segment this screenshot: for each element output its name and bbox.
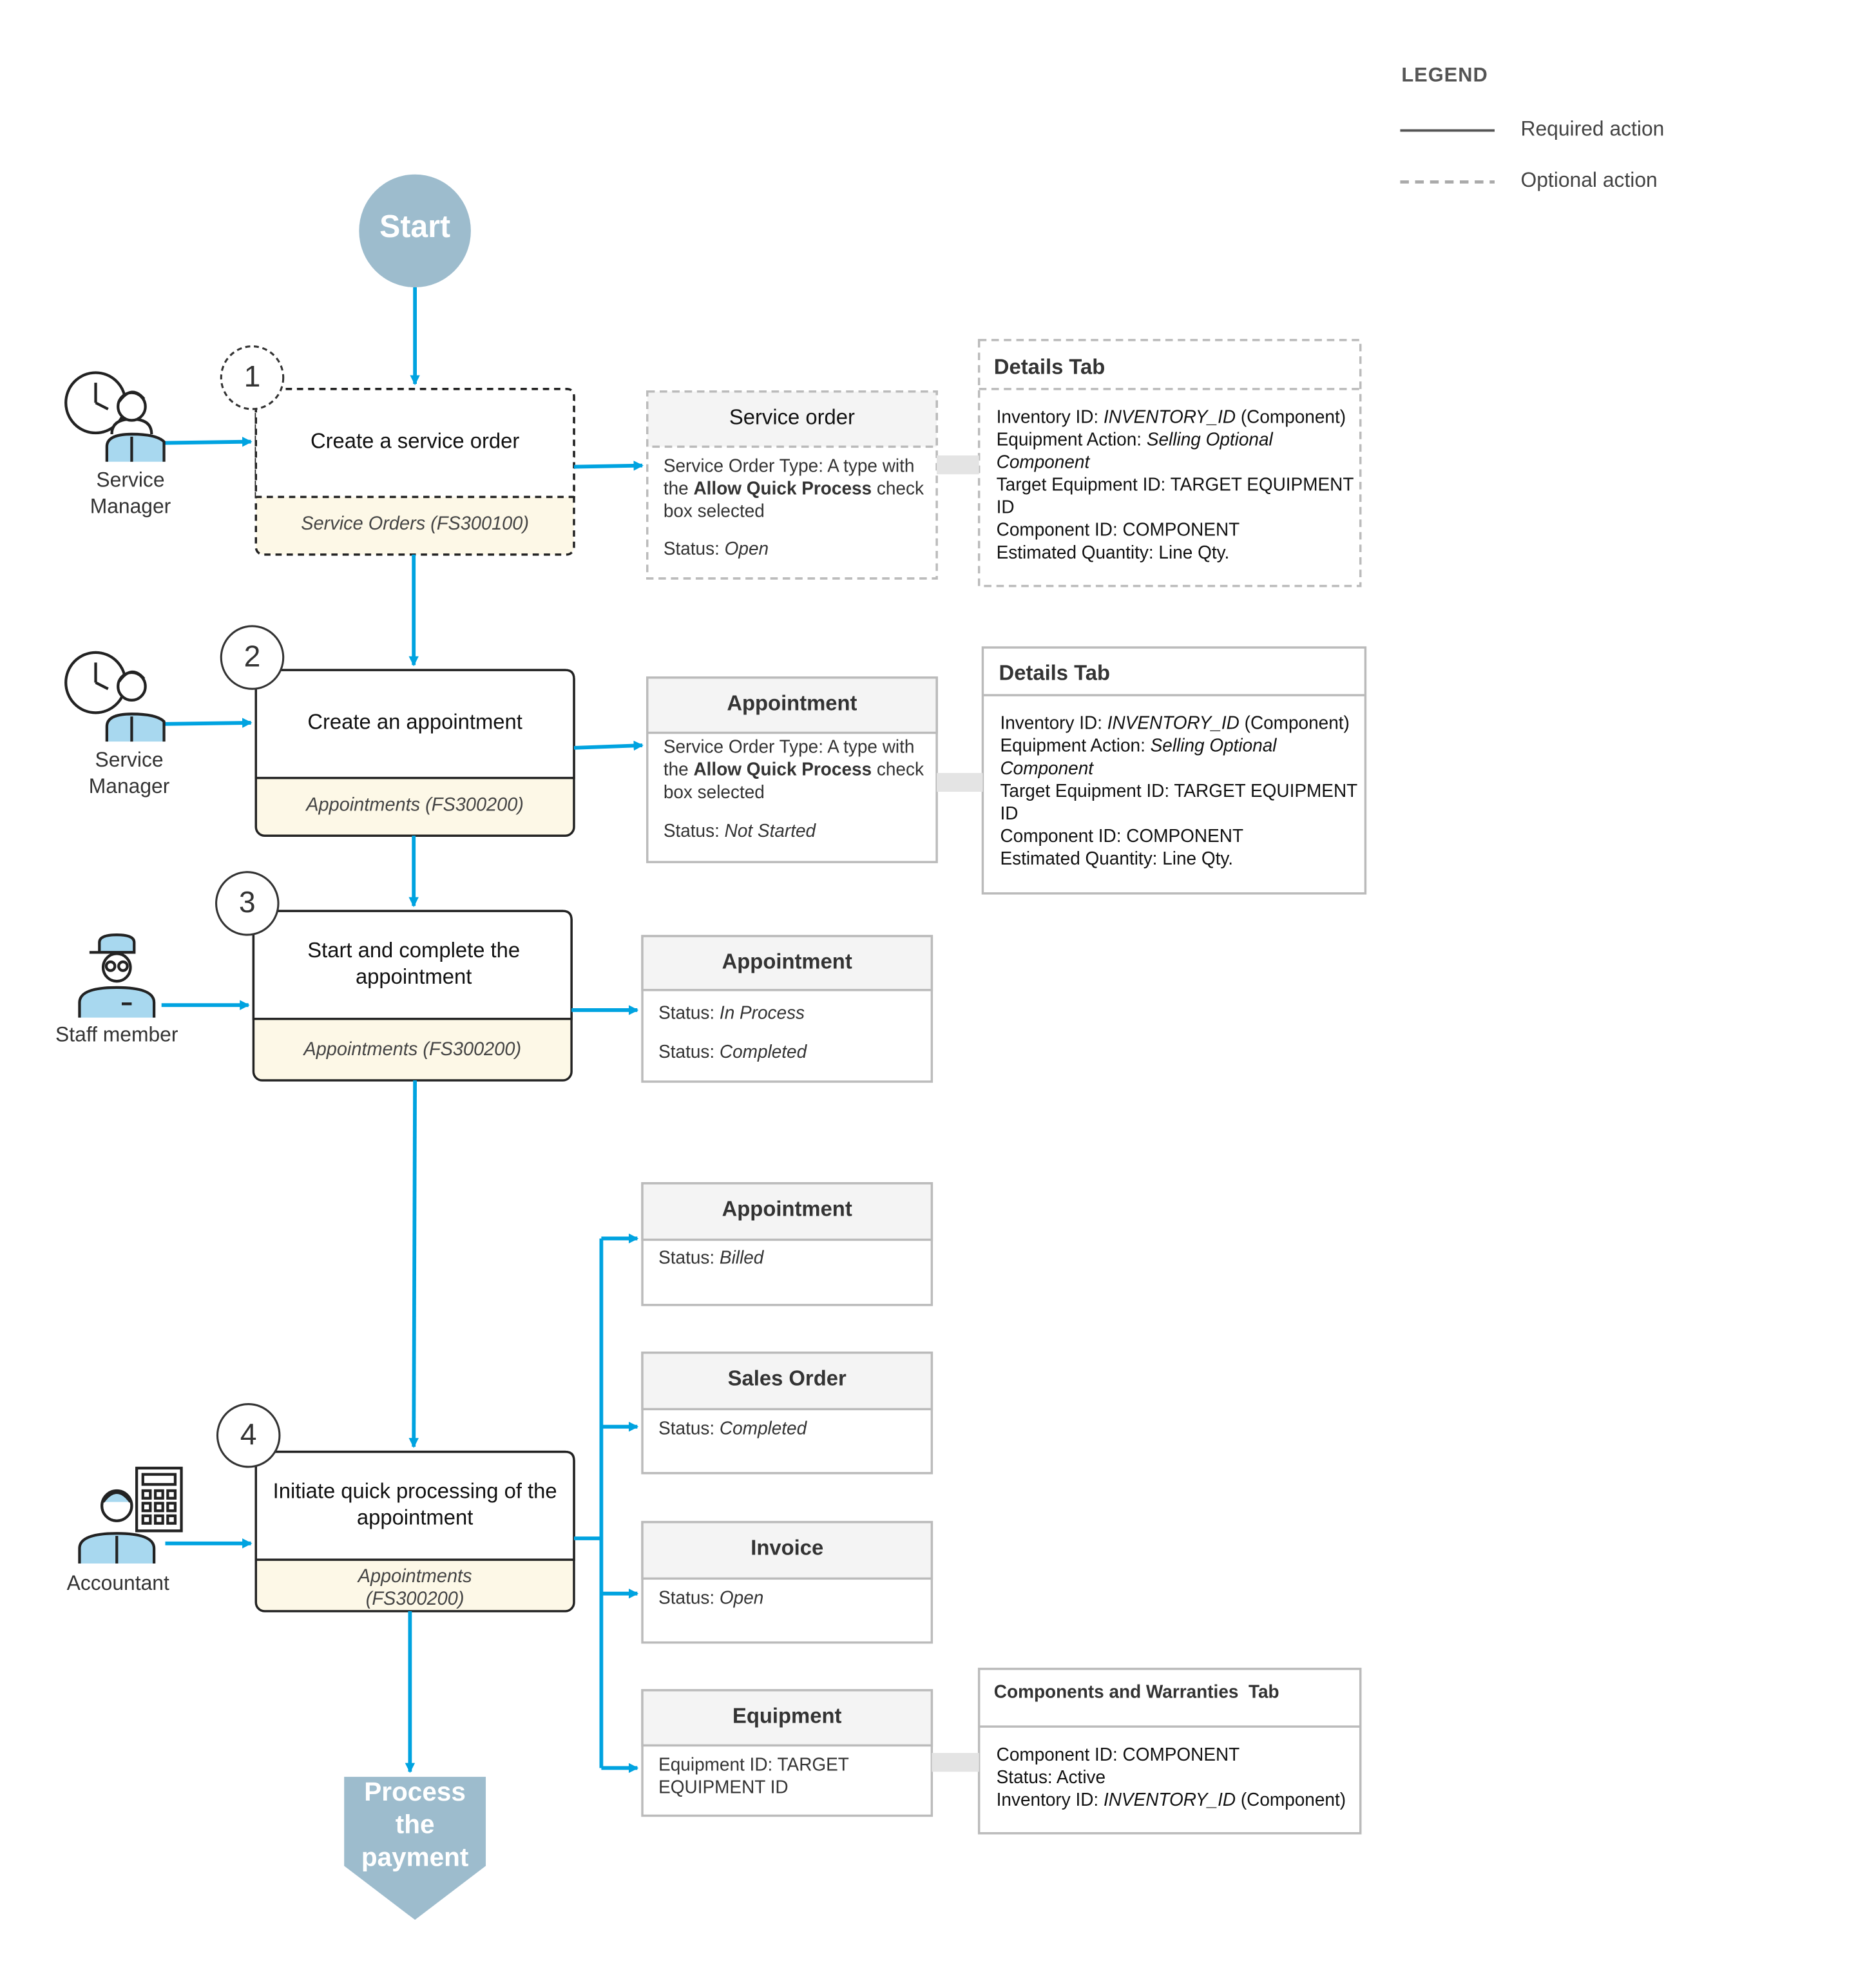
actor-accountant: Accountant xyxy=(66,1572,169,1595)
invoice-status: Status: Open xyxy=(658,1588,764,1609)
details-tab-1-title: Details Tab xyxy=(993,355,1106,379)
step-1-badge xyxy=(220,345,285,410)
step-3-badge xyxy=(215,871,280,936)
clock-person-icon xyxy=(64,651,166,742)
step-4-number: 4 xyxy=(240,1418,257,1452)
connector-gray xyxy=(937,772,983,792)
details-tab-2-content: Inventory ID: INVENTORY_ID (Component) E… xyxy=(1000,714,1357,870)
actor-service-manager-1: Service Manager xyxy=(90,469,171,519)
staff-member-icon xyxy=(78,933,156,1018)
step-3-number: 3 xyxy=(238,886,256,920)
connector-gray xyxy=(937,455,979,475)
step-1-number: 1 xyxy=(244,360,261,394)
step-4-title: Initiate quick processing of the appoint… xyxy=(273,1479,557,1530)
appointment-1-title: Appointment xyxy=(727,691,857,716)
appointment-3-status: Status: Billed xyxy=(658,1248,764,1269)
accountant-icon xyxy=(78,1466,183,1564)
appointment-2-status-1: Status: In Process xyxy=(658,1004,805,1024)
equipment-id: Equipment ID: TARGET EQUIPMENT ID xyxy=(658,1755,849,1799)
service-order-title: Service order xyxy=(729,405,855,430)
step-4-screen: Appointments (FS300200) xyxy=(358,1565,472,1611)
step-2-screen: Appointments (FS300200) xyxy=(306,794,524,816)
components-tab-content: Component ID: COMPONENT Status: Active I… xyxy=(996,1745,1346,1811)
legend-required-label: Required action xyxy=(1520,118,1665,141)
details-tab-1-content: Inventory ID: INVENTORY_ID (Component) E… xyxy=(996,408,1354,564)
legend-optional-label: Optional action xyxy=(1520,169,1658,193)
step-3-title: Start and complete the appointment xyxy=(307,938,521,989)
step-2-title: Create an appointment xyxy=(307,710,522,734)
start-node xyxy=(359,174,471,288)
details-tab-2-title: Details Tab xyxy=(999,661,1110,685)
components-tab-box xyxy=(977,1667,1362,1835)
step-1-title: Create a service order xyxy=(310,429,520,454)
step-1-screen: Service Orders (FS300100) xyxy=(301,513,529,535)
invoice-title: Invoice xyxy=(751,1536,824,1560)
step-4-badge xyxy=(216,1403,281,1468)
legend-title: LEGEND xyxy=(1401,65,1488,87)
service-order-type: Service Order Type: A type with the Allo… xyxy=(663,456,924,522)
actor-service-manager-2: Service Manager xyxy=(88,749,170,798)
end-label: Process the payment xyxy=(361,1778,469,1873)
clock-person-icon xyxy=(64,371,166,462)
step-2-number: 2 xyxy=(244,640,261,674)
details-tab-1-box xyxy=(977,339,1362,588)
actor-staff-member: Staff member xyxy=(55,1024,178,1047)
components-tab-title: Components and Warranties Tab xyxy=(993,1682,1279,1703)
start-label: Start xyxy=(379,209,451,245)
step-3-screen: Appointments (FS300200) xyxy=(303,1038,522,1060)
appointment-2-status-2: Status: Completed xyxy=(658,1042,807,1063)
appointment-2-title: Appointment xyxy=(722,950,852,974)
sales-order-status: Status: Completed xyxy=(658,1419,807,1440)
service-order-status: Status: Open xyxy=(663,539,769,560)
equipment-title: Equipment xyxy=(732,1704,842,1728)
connector-gray xyxy=(932,1753,979,1772)
flow-arrows xyxy=(161,287,644,1774)
step-2-badge xyxy=(220,625,285,690)
appointment-3-title: Appointment xyxy=(722,1197,852,1221)
appointment-1-type: Service Order Type: A type with the Allo… xyxy=(663,738,924,803)
end-node xyxy=(344,1777,486,1920)
appointment-1-status: Status: Not Started xyxy=(663,821,816,842)
details-tab-2-box xyxy=(981,646,1367,895)
sales-order-title: Sales Order xyxy=(727,1366,847,1391)
